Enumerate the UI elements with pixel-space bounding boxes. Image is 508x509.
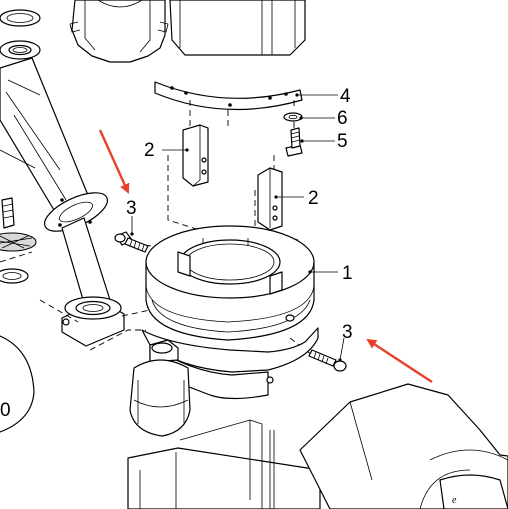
gear-motor-lower — [129, 339, 191, 437]
callout-2-left: 2 — [144, 140, 155, 161]
cap-screw-left — [114, 231, 149, 253]
callout-4: 4 — [340, 86, 351, 107]
motor-housing — [169, 0, 306, 56]
clamp-ring — [145, 225, 315, 341]
callout-circle-left — [0, 335, 35, 433]
callout-6: 6 — [337, 108, 348, 129]
cap-screw-right — [308, 349, 347, 372]
callout-3-upper: 3 — [126, 198, 137, 219]
mesh-disc — [0, 232, 37, 252]
washer — [283, 112, 303, 122]
svg-text:e: e — [452, 495, 457, 506]
bolt-hex — [285, 127, 303, 157]
callout-2-right: 2 — [308, 188, 319, 209]
clamp-block-left — [182, 124, 209, 187]
snap-ring-top — [0, 9, 41, 27]
callout-3-lower: 3 — [342, 322, 353, 343]
callout-arrow-upper — [98, 129, 130, 194]
bearing-assembly — [61, 296, 125, 347]
callout-5: 5 — [337, 131, 348, 152]
clamp-block-right — [257, 167, 283, 231]
bearing-ring-top — [0, 40, 41, 60]
gear-hub — [69, 0, 169, 63]
callout-1: 1 — [342, 263, 353, 284]
snap-ring-lower — [0, 268, 29, 284]
callout-arrow-lower — [366, 338, 433, 384]
leader-lines — [130, 93, 345, 362]
shaft — [61, 217, 111, 311]
motor-right: e — [299, 383, 508, 509]
callout-0-partial: 0 — [0, 400, 11, 421]
cylinder-body — [0, 57, 108, 232]
screw-small-left — [1, 197, 15, 229]
bracket-plate — [154, 81, 303, 111]
